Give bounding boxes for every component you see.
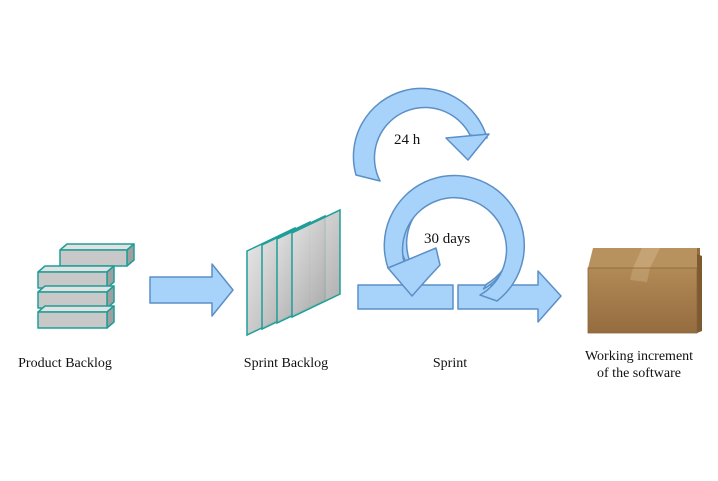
daily-cycle-label: 24 h bbox=[394, 132, 421, 148]
daily-cycle-arrow bbox=[352, 87, 490, 182]
sprint-cycle-arrow bbox=[383, 174, 525, 302]
working-increment-label-line1: Working increment bbox=[584, 349, 694, 364]
sprint-label: Sprint bbox=[432, 356, 468, 371]
sprint-cycle-label: 30 days bbox=[424, 231, 470, 247]
product-backlog-label: Product Backlog bbox=[18, 356, 112, 371]
flow-arrow-1 bbox=[149, 263, 234, 317]
sprint-backlog-icon bbox=[246, 208, 341, 337]
software-increment-box-icon bbox=[587, 248, 702, 334]
working-increment-label-line2: of the software bbox=[597, 366, 681, 381]
sprint-backlog-label: Sprint Backlog bbox=[243, 356, 329, 371]
product-backlog-icon bbox=[37, 243, 135, 329]
flow-arrow-out bbox=[457, 270, 562, 323]
working-increment-label: Working increment of the software bbox=[572, 348, 706, 382]
